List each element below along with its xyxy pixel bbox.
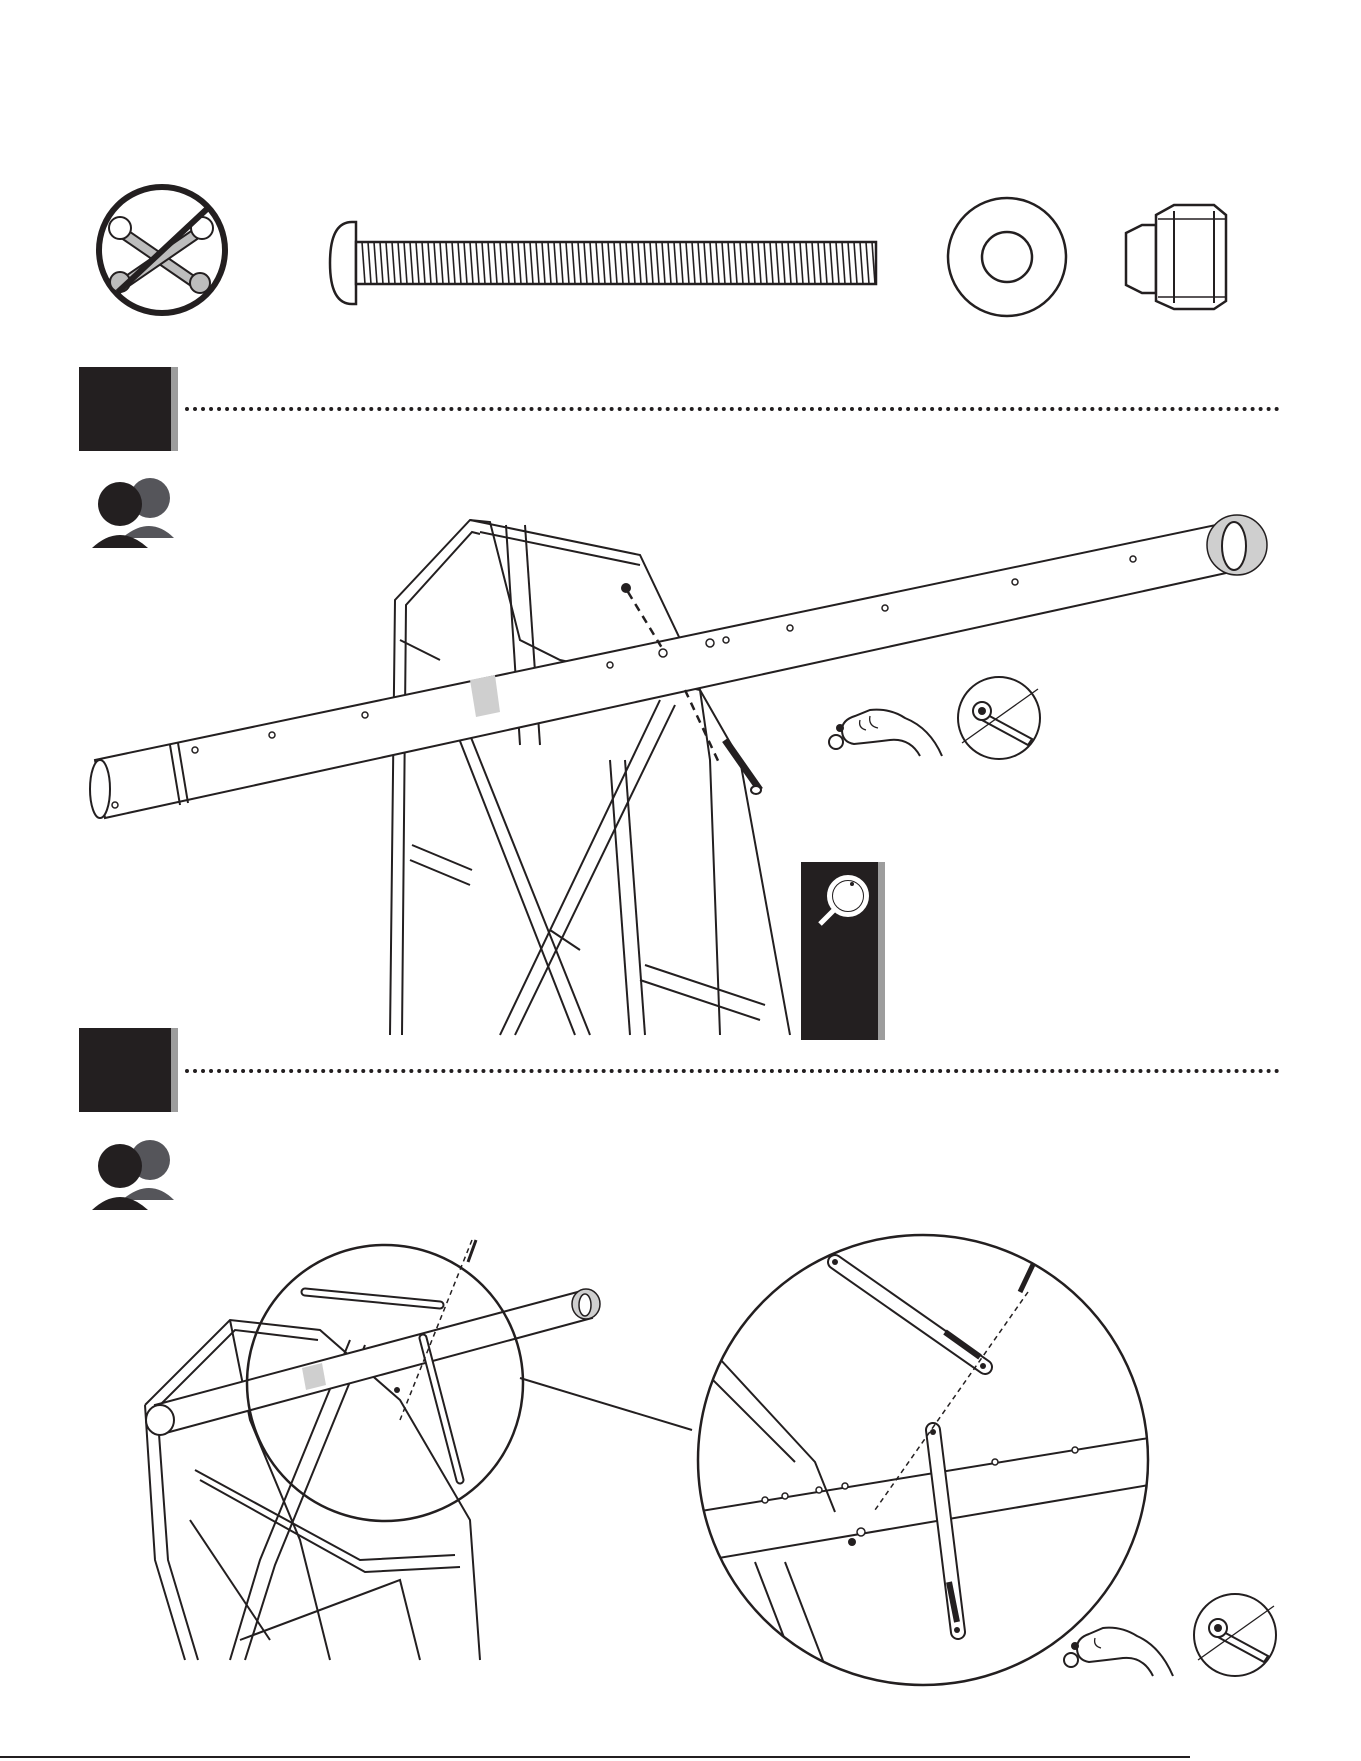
- step-number-box: [79, 367, 173, 451]
- hand-holding-nut-icon: [1055, 1588, 1175, 1678]
- step-box-shadow: [171, 1028, 178, 1112]
- wrench-detail-icon: [1190, 1590, 1280, 1680]
- step-number-box: [79, 1028, 173, 1112]
- no-tools-icon: [90, 180, 240, 330]
- long-bolt: [326, 218, 886, 308]
- step-box-shadow: [171, 367, 178, 451]
- note-panel-shadow: [878, 862, 885, 1040]
- two-people-icon: [90, 1140, 190, 1210]
- magnifier-icon: [814, 872, 874, 932]
- footer-rule: [0, 1756, 1190, 1758]
- step-divider: [185, 1069, 1280, 1073]
- flat-washer: [945, 195, 1075, 325]
- step-divider: [185, 407, 1280, 411]
- step2-overview-illustration: [0, 1230, 700, 1680]
- step1-assembly-illustration: [0, 500, 1361, 1020]
- hand-holding-nut-icon: [820, 668, 950, 758]
- lock-nut: [1122, 205, 1232, 315]
- wrench-detail-icon: [954, 673, 1044, 763]
